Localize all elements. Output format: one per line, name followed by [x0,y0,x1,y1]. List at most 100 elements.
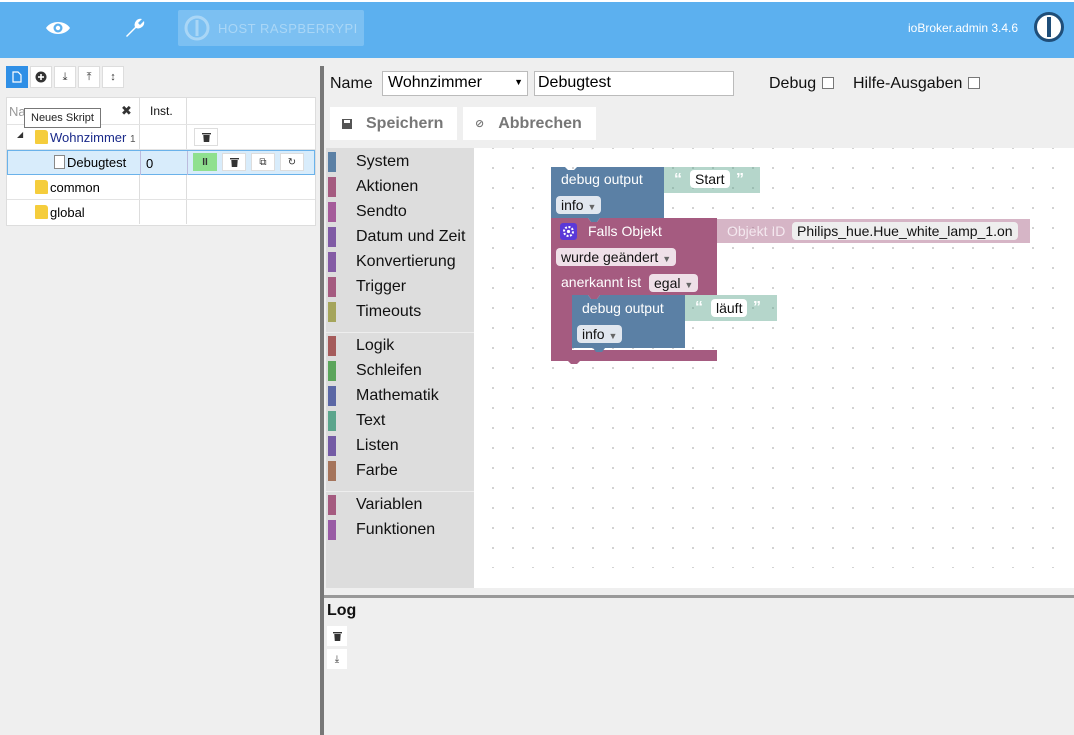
save-icon [342,118,352,129]
delete-folder-button[interactable] [194,128,218,146]
iobroker-logo-icon [1034,12,1064,42]
chevron-down-icon: ▼ [608,331,618,341]
help-checkbox[interactable] [968,77,980,89]
toolbox-category-label: Timeouts [356,302,422,320]
tree-row[interactable]: ◢ Wohnzimmer 1 [7,125,315,150]
import-button[interactable]: ⤒ [78,66,100,88]
export-button[interactable]: ⤓ [54,66,76,88]
panel-splitter[interactable] [320,66,324,735]
host-button[interactable]: HOST RASPBERRYPI [178,10,364,46]
pause-script-button[interactable]: II [193,153,217,171]
category-color-swatch [328,460,336,481]
trash-icon [229,158,239,167]
new-script-button[interactable] [6,66,28,88]
tree-row-selected[interactable]: Debugtest 0 II ⧉ ↻ [7,150,315,175]
script-name-input[interactable]: Debugtest [534,71,734,96]
toolbox-category[interactable]: Aktionen [326,174,474,199]
object-id-value[interactable]: Philips_hue.Hue_white_lamp_1.on [792,222,1018,240]
trash-icon [201,133,211,142]
save-button[interactable]: Speichern [330,107,457,140]
host-label: HOST RASPBERRYPI [218,20,358,36]
tree-row[interactable]: global [7,200,315,225]
download-icon: ⤓ [62,70,68,83]
help-label: Hilfe-Ausgaben [853,75,963,92]
folder-icon [35,205,48,219]
toolbox-category-label: Trigger [356,277,407,295]
quote-open-icon: “ [674,171,682,188]
text-value[interactable]: Start [690,170,730,188]
toolbox-category[interactable]: Text [326,408,474,433]
clear-log-button[interactable] [327,626,347,646]
toolbox-category-label: Datum und Zeit [356,227,466,245]
debug-checkbox[interactable] [822,77,834,89]
folder-icon [35,180,48,194]
collapse-triangle-icon[interactable]: ◢ [17,130,24,139]
save-label: Speichern [366,114,444,132]
debug-output-label: debug output [582,300,664,316]
cancel-button[interactable]: ⊘ Abbrechen [463,107,596,140]
tree-item-count: 1 [129,134,136,145]
quote-close-icon: ” [736,171,744,188]
folder-select[interactable]: Wohnzimmer ▼ [382,71,528,96]
toolbox-category[interactable]: Mathematik [326,383,474,408]
folder-select-value: Wohnzimmer [388,74,482,91]
text-value[interactable]: läuft [711,299,748,317]
tree-item-label: global [50,205,85,220]
toolbox-category[interactable]: Logik [326,333,474,358]
toolbox-category[interactable]: Variablen [326,492,474,517]
tree-item-label: Debugtest [67,155,127,170]
tree-row[interactable]: common [7,175,315,200]
expand-collapse-button[interactable]: ↕ [102,66,124,88]
category-color-swatch [328,335,336,356]
restart-script-button[interactable]: ↻ [280,153,304,171]
category-color-swatch [328,494,336,515]
wrench-icon[interactable] [115,10,155,46]
trash-icon [332,632,342,641]
log-splitter[interactable] [324,595,1074,598]
copy-script-button[interactable]: ⧉ [251,153,275,171]
toolbox-category[interactable]: Konvertierung [326,249,474,274]
download-icon: ⤓ [334,653,340,665]
vertical-scrollbar[interactable] [1066,148,1074,588]
horizontal-scrollbar[interactable] [474,568,1066,588]
eye-icon[interactable] [38,10,78,46]
object-id-label: Objekt ID [727,223,786,239]
toolbox-category-label: Logik [356,336,395,354]
debug-output-label: debug output [561,171,643,187]
toolbox-category[interactable]: Funktionen [326,517,474,542]
toolbox-category-label: Aktionen [356,177,419,195]
toolbox-category[interactable]: Trigger [326,274,474,299]
level-dropdown[interactable]: info ▼ [577,325,623,343]
download-log-button[interactable]: ⤓ [327,649,347,669]
toolbox-category[interactable]: Schleifen [326,358,474,383]
new-folder-button[interactable] [30,66,52,88]
clear-filter-icon[interactable]: ✖ [121,103,132,118]
category-color-swatch [328,201,336,222]
condition-dropdown[interactable]: wurde geändert ▼ [556,248,677,266]
delete-script-button[interactable] [222,153,246,171]
tooltip: Neues Skript [24,108,101,128]
toolbox-category[interactable]: Timeouts [326,299,474,324]
category-color-swatch [328,360,336,381]
level-dropdown[interactable]: info ▼ [556,196,602,214]
file-icon [12,71,22,83]
chevron-down-icon: ▼ [662,254,672,264]
toolbox-category[interactable]: Listen [326,433,474,458]
name-label: Name [330,75,373,92]
toolbox-category-label: Mathematik [356,386,439,404]
level-value: info [561,197,584,213]
script-tree: Name ✖ Inst. ◢ Wohnzimmer 1 Debugtest 0 … [6,97,316,226]
ack-dropdown[interactable]: egal ▼ [649,274,699,292]
toolbox-category-label: Listen [356,436,399,454]
toolbox-category[interactable]: System [326,149,474,174]
toolbox-separator [326,483,474,492]
toolbox-category[interactable]: Farbe [326,458,474,483]
category-color-swatch [328,151,336,172]
toolbox-category[interactable]: Sendto [326,199,474,224]
toolbox-category[interactable]: Datum und Zeit [326,224,474,249]
gear-icon[interactable] [560,223,577,240]
top-bar: HOST RASPBERRYPI ioBroker.admin 3.4.6 [0,0,1074,58]
category-color-swatch [328,301,336,322]
chevron-down-icon: ▼ [684,280,694,290]
